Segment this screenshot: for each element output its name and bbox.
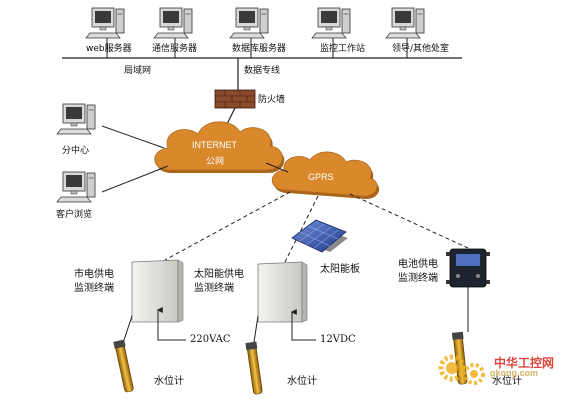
lan-label: 局域网 [124, 66, 152, 76]
firewall-icon [214, 89, 256, 109]
monitor-workstation-label: 监控工作站 [320, 44, 366, 54]
web-server-icon [85, 7, 125, 39]
gprs-cloud-label: GPRS [308, 172, 334, 182]
water-level-label-2: 水位计 [287, 376, 317, 387]
water-level-probe-3 [451, 331, 468, 385]
mains-terminal-label: 市电供电 监测终端 [74, 269, 114, 294]
internet-cloud [154, 121, 285, 173]
water-level-probe-2 [245, 341, 263, 395]
dedicated-line-label: 数据专线 [244, 66, 281, 76]
branch-center-label: 分中心 [62, 146, 90, 156]
client-browse-label: 客户浏览 [56, 210, 93, 220]
sensor-cables [123, 287, 469, 343]
db-server-icon [229, 7, 269, 39]
client-link [101, 165, 169, 193]
battery-terminal-label: 电池供电 监测终端 [398, 259, 438, 284]
comm-server-label: 通信服务器 [152, 44, 198, 54]
power-arrows [156, 307, 316, 341]
branch-link [101, 125, 165, 149]
public-net-label: 公网 [206, 156, 225, 166]
branch-center-pc-icon [56, 103, 96, 135]
watermark-url: gkong.com [490, 368, 539, 378]
solar-panel-label: 太阳能板 [320, 264, 360, 275]
solar-terminal-label: 太阳能供电 监测终端 [194, 269, 244, 294]
server-drop-lines [106, 38, 408, 58]
water-level-probe-1 [113, 339, 134, 393]
gprs-cloud [271, 151, 380, 199]
client-browse-pc-icon [56, 171, 96, 203]
internet-gprs-link [265, 162, 289, 173]
gkong-logo-icon [438, 354, 485, 385]
power-220vac-label: 220VAC [190, 334, 231, 345]
leadership-pc-icon [385, 7, 425, 39]
watermark-brand: 中华工控网 [494, 356, 555, 370]
comm-server-icon [153, 7, 193, 39]
battery-terminal-device [446, 248, 490, 288]
gprs-dashed-links [164, 191, 469, 263]
mains-terminal-cabinet [131, 259, 184, 323]
web-server-label: web服务器 [86, 44, 132, 54]
firewall-label: 防火墙 [258, 95, 286, 105]
power-12vdc-label: 12VDC [320, 334, 356, 345]
db-server-label: 数据库服务器 [232, 44, 287, 54]
water-level-label-1: 水位计 [154, 376, 184, 387]
solar-terminal-cabinet [257, 261, 308, 323]
leadership-label: 领导/其他处室 [392, 44, 450, 54]
internet-cloud-label: INTERNET [192, 140, 237, 150]
water-level-label-3: 水位计 [492, 376, 522, 387]
monitor-workstation-icon [311, 7, 351, 39]
solar-panel-icon [291, 219, 348, 253]
